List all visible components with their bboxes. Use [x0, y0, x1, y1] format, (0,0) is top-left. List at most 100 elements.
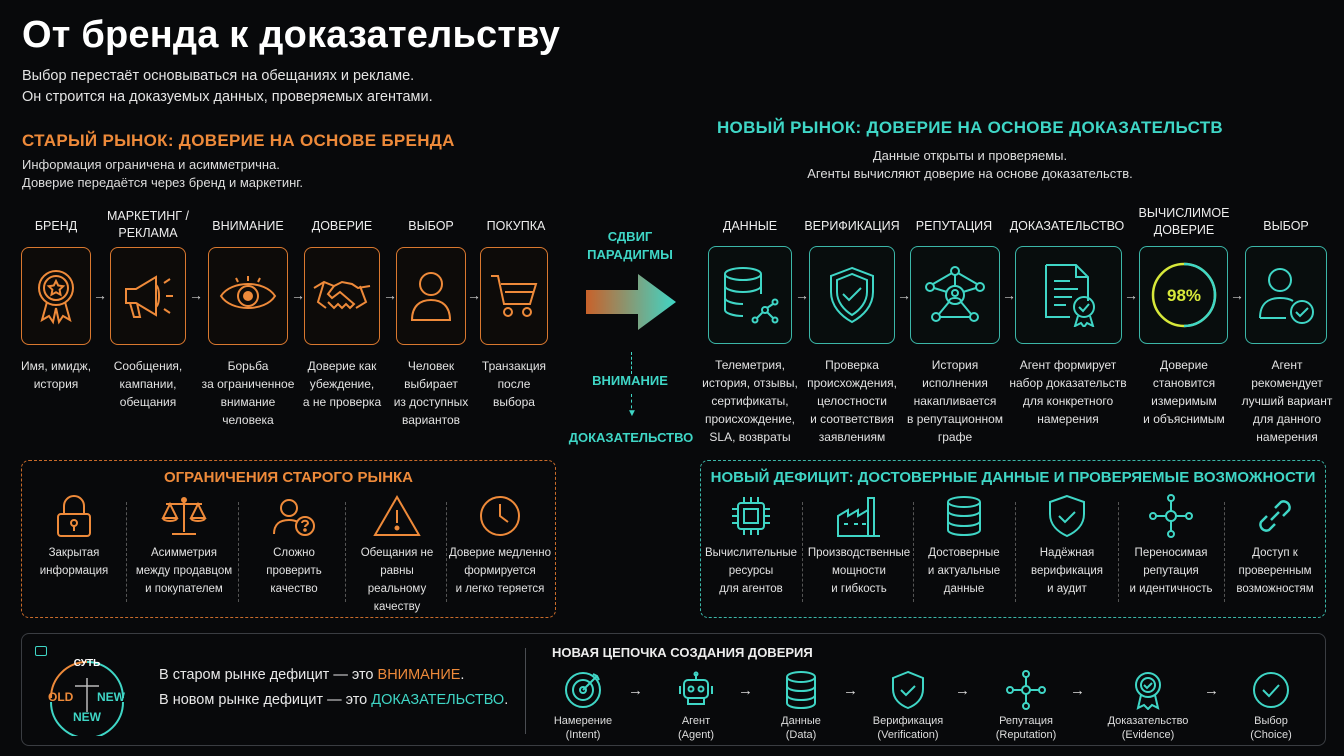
certificate-icon: [1135, 672, 1161, 710]
data-box: [708, 246, 792, 344]
certificate-icon: [1044, 264, 1095, 327]
check-circle-icon: [1253, 672, 1289, 708]
person-question-icon: [273, 499, 315, 536]
new-step-label-evidence: ДОКАЗАТЕЛЬСТВО: [1009, 219, 1125, 233]
divider: [126, 502, 127, 602]
new-step-label-data: ДАННЫЕ: [722, 219, 778, 233]
shield-check-icon: [892, 670, 924, 710]
arrow-icon: →: [189, 287, 203, 303]
old-step-desc-marketing: Сообщения,кампании,обещания: [113, 359, 183, 409]
chip-icon: [732, 497, 770, 535]
clock-icon: [480, 496, 520, 536]
balance-icon: [50, 661, 124, 736]
shift-to: ДОКАЗАТЕЛЬСТВО: [568, 430, 694, 445]
new-deficit-title: НОВЫЙ ДЕФИЦИТ: ДОСТОВЕРНЫЕ ДАННЫЕ И ПРОВ…: [710, 469, 1316, 486]
arrow-icon: →: [1230, 287, 1244, 303]
arrow-icon: →: [291, 287, 305, 303]
essence-badge-new-right: NEW: [97, 690, 125, 704]
new-market-title: НОВЫЙ РЫНОК: ДОВЕРИЕ НА ОСНОВЕ ДОКАЗАТЕЛ…: [716, 118, 1224, 137]
divider: [1015, 502, 1016, 602]
network-icon: [1149, 494, 1193, 538]
arrow-icon: →: [1124, 287, 1138, 303]
new-market-desc: Данные открыты и проверяемы. Агенты вычи…: [807, 148, 1133, 181]
old-limits-title: ОГРАНИЧЕНИЯ СТАРОГО РЫНКА: [163, 469, 414, 486]
network-icon: [1006, 670, 1046, 710]
essence-line-new: В новом рынке дефицит — это ДОКАЗАТЕЛЬСТ…: [159, 692, 509, 708]
arrow-icon: →: [897, 287, 911, 303]
choice-box: [396, 247, 466, 345]
page-subtitle: Выбор перестаёт основываться на обещания…: [22, 68, 433, 105]
person-icon: [410, 272, 452, 321]
shift-from: ВНИМАНИЕ: [592, 373, 668, 388]
new-deficit-panel: [700, 460, 1326, 618]
ribbon-star-icon: [38, 270, 74, 325]
trust-box: [304, 247, 380, 345]
old-step-label-attention: ВНИМАНИЕ: [212, 219, 284, 233]
link-icon: [1259, 500, 1291, 532]
chain-step-verification: Верификация(Verification): [866, 670, 950, 742]
old-market-desc: Информация ограничена и асимметрична. До…: [22, 157, 304, 190]
arrow-icon: →: [1070, 682, 1085, 699]
shift-divider: [631, 394, 632, 414]
chevron-down-icon: ▼: [627, 408, 637, 419]
computable-trust-box: 98%: [1139, 246, 1228, 344]
attention-box: [208, 247, 288, 345]
arrow-icon: →: [93, 287, 107, 303]
warning-icon: [373, 495, 421, 536]
new-step-label-computable-trust: ВЫЧИСЛИМОЕ ДОВЕРИЕ: [1138, 206, 1230, 237]
bottom-panel: [21, 633, 1326, 746]
cart-icon: [491, 275, 538, 317]
factory-icon: [837, 497, 880, 537]
chain-step-data: Данные(Data): [763, 670, 839, 742]
arrow-icon: →: [795, 287, 809, 303]
old-market-title: СТАРЫЙ РЫНОК: ДОВЕРИЕ НА ОСНОВЕ БРЕНДА: [22, 131, 455, 150]
new-step-label-reputation: РЕПУТАЦИЯ: [915, 219, 993, 233]
shield-check-icon: [1049, 494, 1085, 538]
target-icon: [565, 672, 601, 708]
divider: [1224, 502, 1225, 602]
divider: [913, 502, 914, 602]
arrow-icon: →: [1204, 682, 1219, 699]
essence-badge: СУТЬ OLD NEW NEW: [37, 656, 137, 736]
old-step-label-trust: ДОВЕРИЕ: [311, 219, 373, 233]
verification-box: [809, 246, 895, 344]
arrow-icon: →: [628, 682, 643, 699]
essence-badge-new-bottom: NEW: [73, 710, 101, 724]
arrow-icon: →: [383, 287, 397, 303]
old-step-label-purchase: ПОКУПКА: [486, 219, 546, 233]
essence-line-old: В старом рынке дефицит — это ВНИМАНИЕ.: [159, 667, 465, 683]
arrow-icon: →: [843, 682, 858, 699]
database-icon: [724, 267, 779, 324]
chain-step-evidence: Доказательство(Evidence): [1100, 670, 1196, 742]
chain-title: НОВАЯ ЦЕПОЧКА СОЗДАНИЯ ДОВЕРИЯ: [552, 645, 813, 660]
evidence-box: [1015, 246, 1122, 344]
lock-icon: [57, 495, 91, 537]
page-title: От бренда к доказательству: [22, 14, 561, 56]
handshake-icon: [313, 280, 371, 310]
arrow-icon: →: [1002, 287, 1016, 303]
marketing-box: [110, 247, 186, 345]
scales-icon: [161, 497, 207, 535]
reputation-box: [910, 246, 1000, 344]
essence-badge-top: СУТЬ: [73, 658, 101, 669]
old-step-desc-brand: Имя, имидж,история: [20, 359, 92, 391]
person-check-icon: [1259, 268, 1314, 324]
database-icon: [947, 496, 981, 537]
robot-icon: [679, 671, 713, 705]
